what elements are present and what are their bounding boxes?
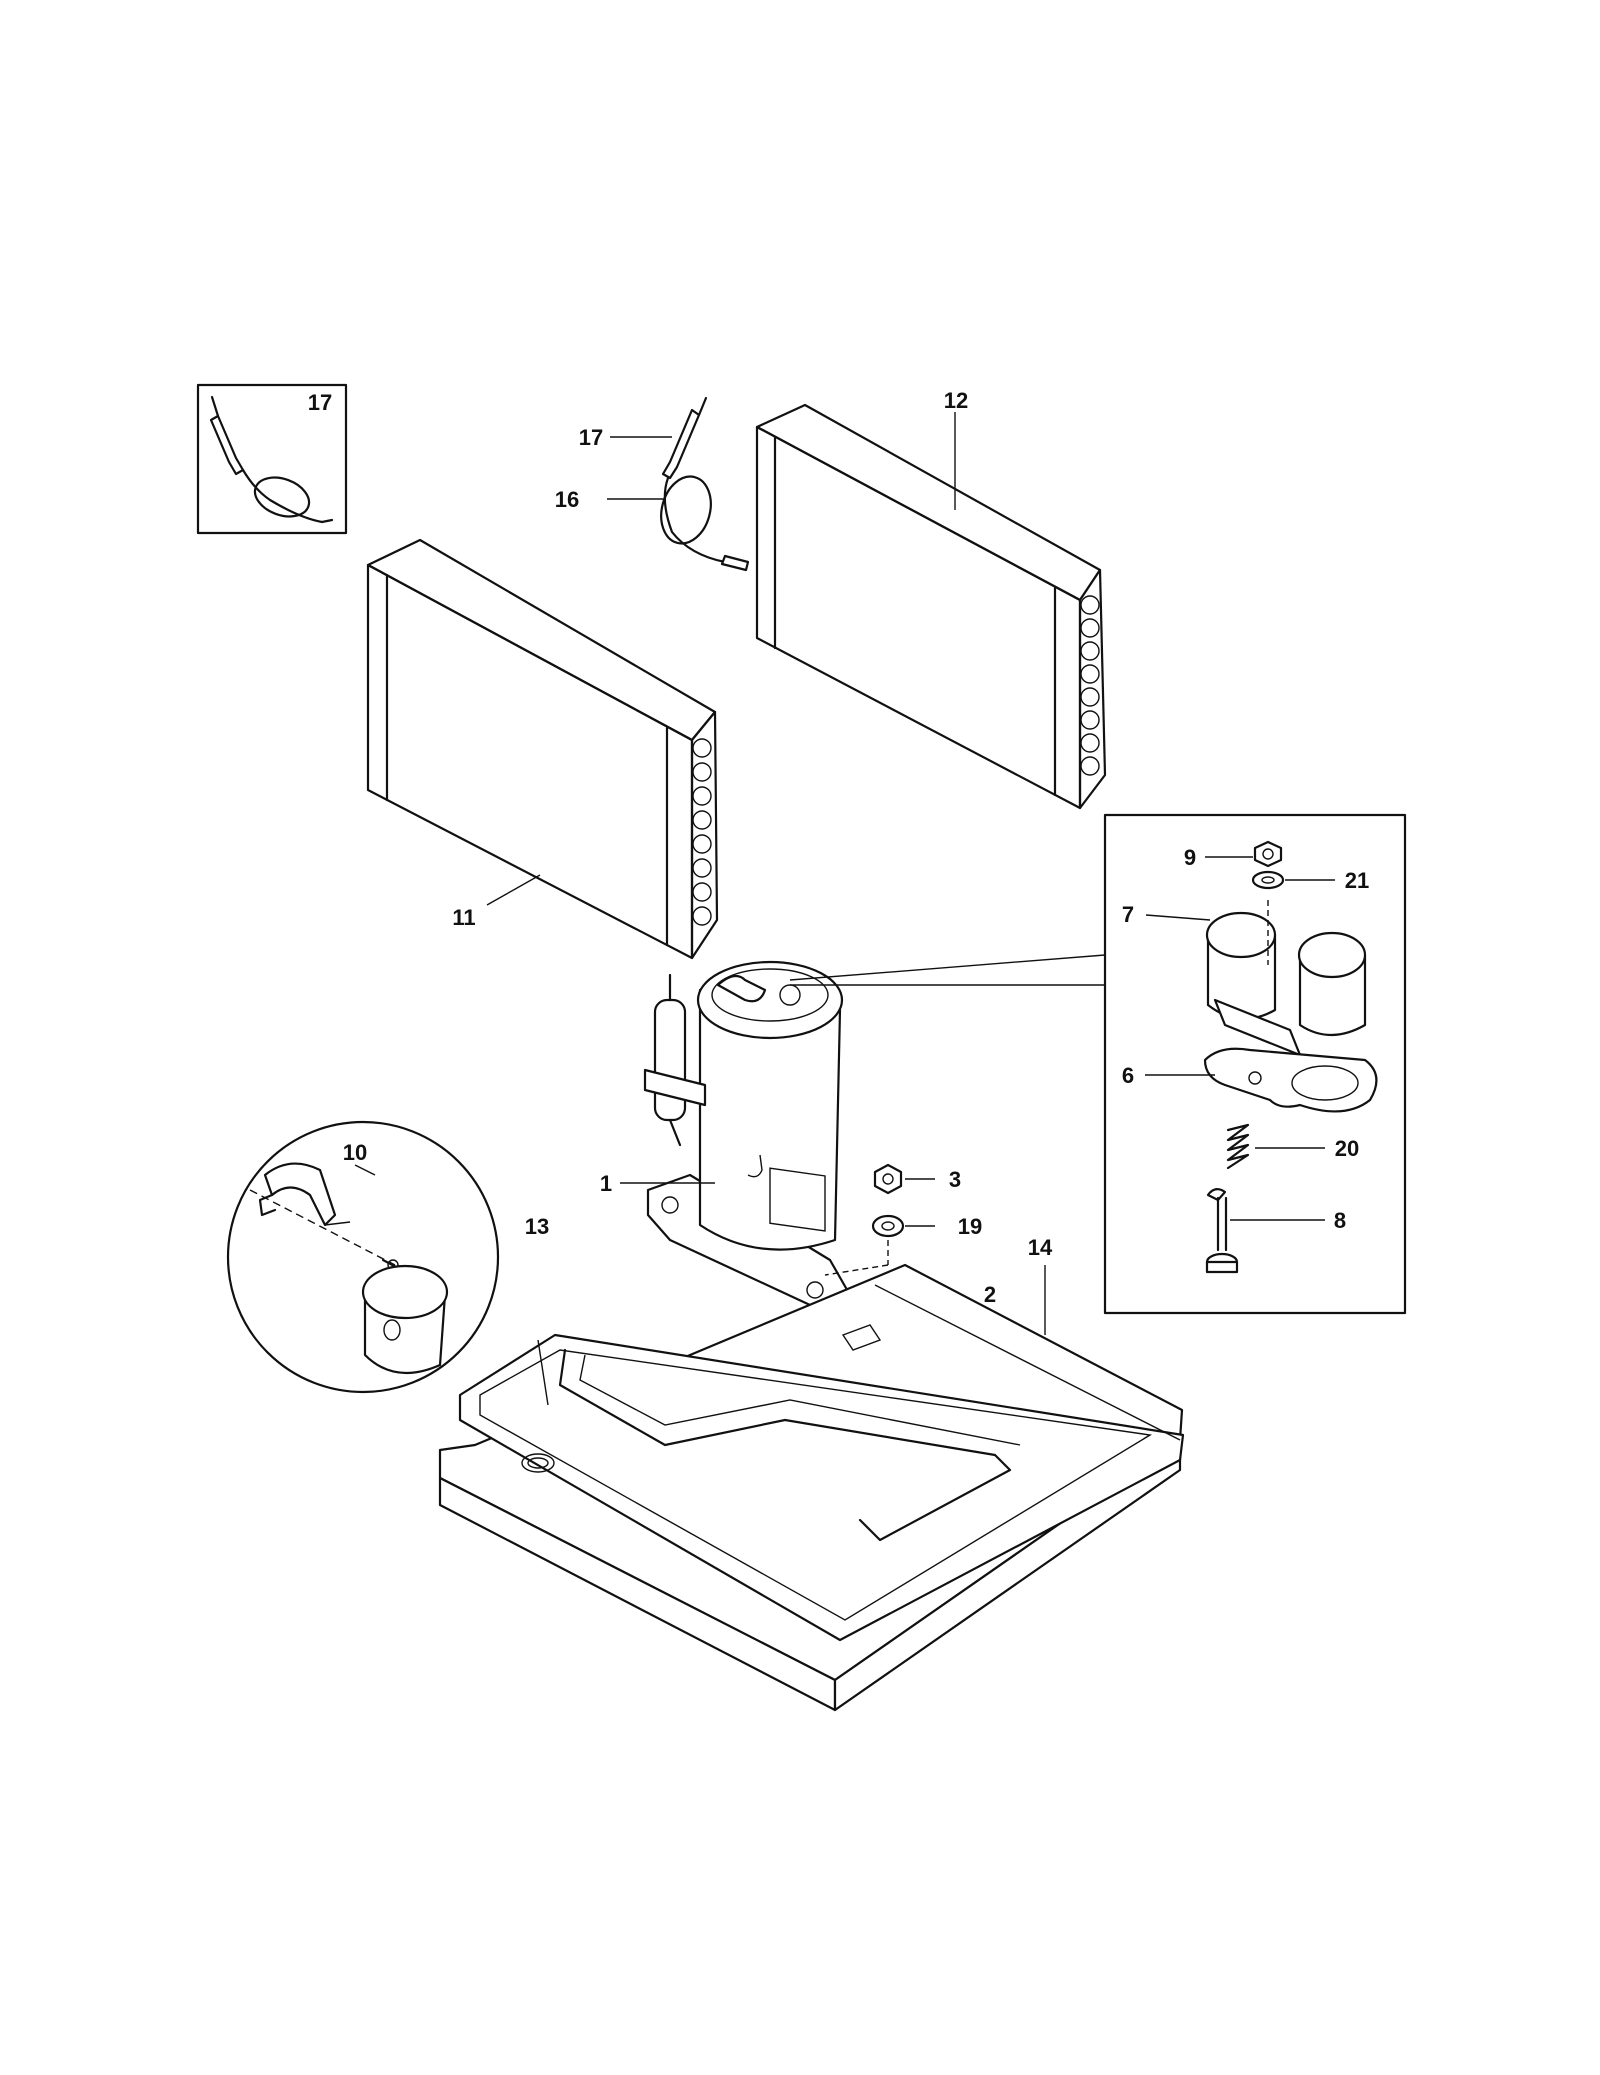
callout-9: 9 [1184,845,1196,870]
callout-14: 14 [1028,1235,1053,1260]
mounting-plate: 6 [1122,1047,1378,1113]
capillary-tube-inset: 17 [196,383,348,535]
callout-21: 21 [1345,868,1369,893]
condenser-coil: 12 [755,388,1107,810]
evaporator-coil: 11 [366,538,719,960]
coil-tube-bends [1080,595,1100,776]
callout-10: 10 [343,1140,367,1165]
callout-8: 8 [1334,1208,1346,1233]
callout-20: 20 [1335,1136,1359,1161]
nut-and-washer: 3 19 [824,1163,982,1276]
capillary-tube-assembly: 17 16 [555,396,750,572]
callout-19: 19 [958,1214,982,1239]
callout-17: 17 [579,425,603,450]
callout-7: 7 [1122,902,1134,927]
callout-2: 2 [984,1282,996,1307]
compressor-mount-detail-box: 9 21 7 6 20 [1103,813,1407,1315]
callout-1: 1 [600,1171,612,1196]
callout-6: 6 [1122,1063,1134,1088]
mounting-bracket: 7 [1122,900,1367,1057]
callout-17-inset: 17 [308,390,332,415]
mounting-stud: 8 [1205,1188,1346,1274]
spring: 20 [1226,1123,1359,1170]
compressor: 1 [600,960,852,1307]
callout-13: 13 [525,1214,549,1239]
callout-11: 11 [452,905,475,930]
callout-12: 12 [944,388,968,413]
coil-tube-bends-left [692,738,712,926]
callout-3: 3 [949,1167,961,1192]
capacitor-inset: 10 [226,1120,500,1394]
base-pan: 13 14 [438,1214,1185,1712]
callout-16: 16 [555,487,579,512]
